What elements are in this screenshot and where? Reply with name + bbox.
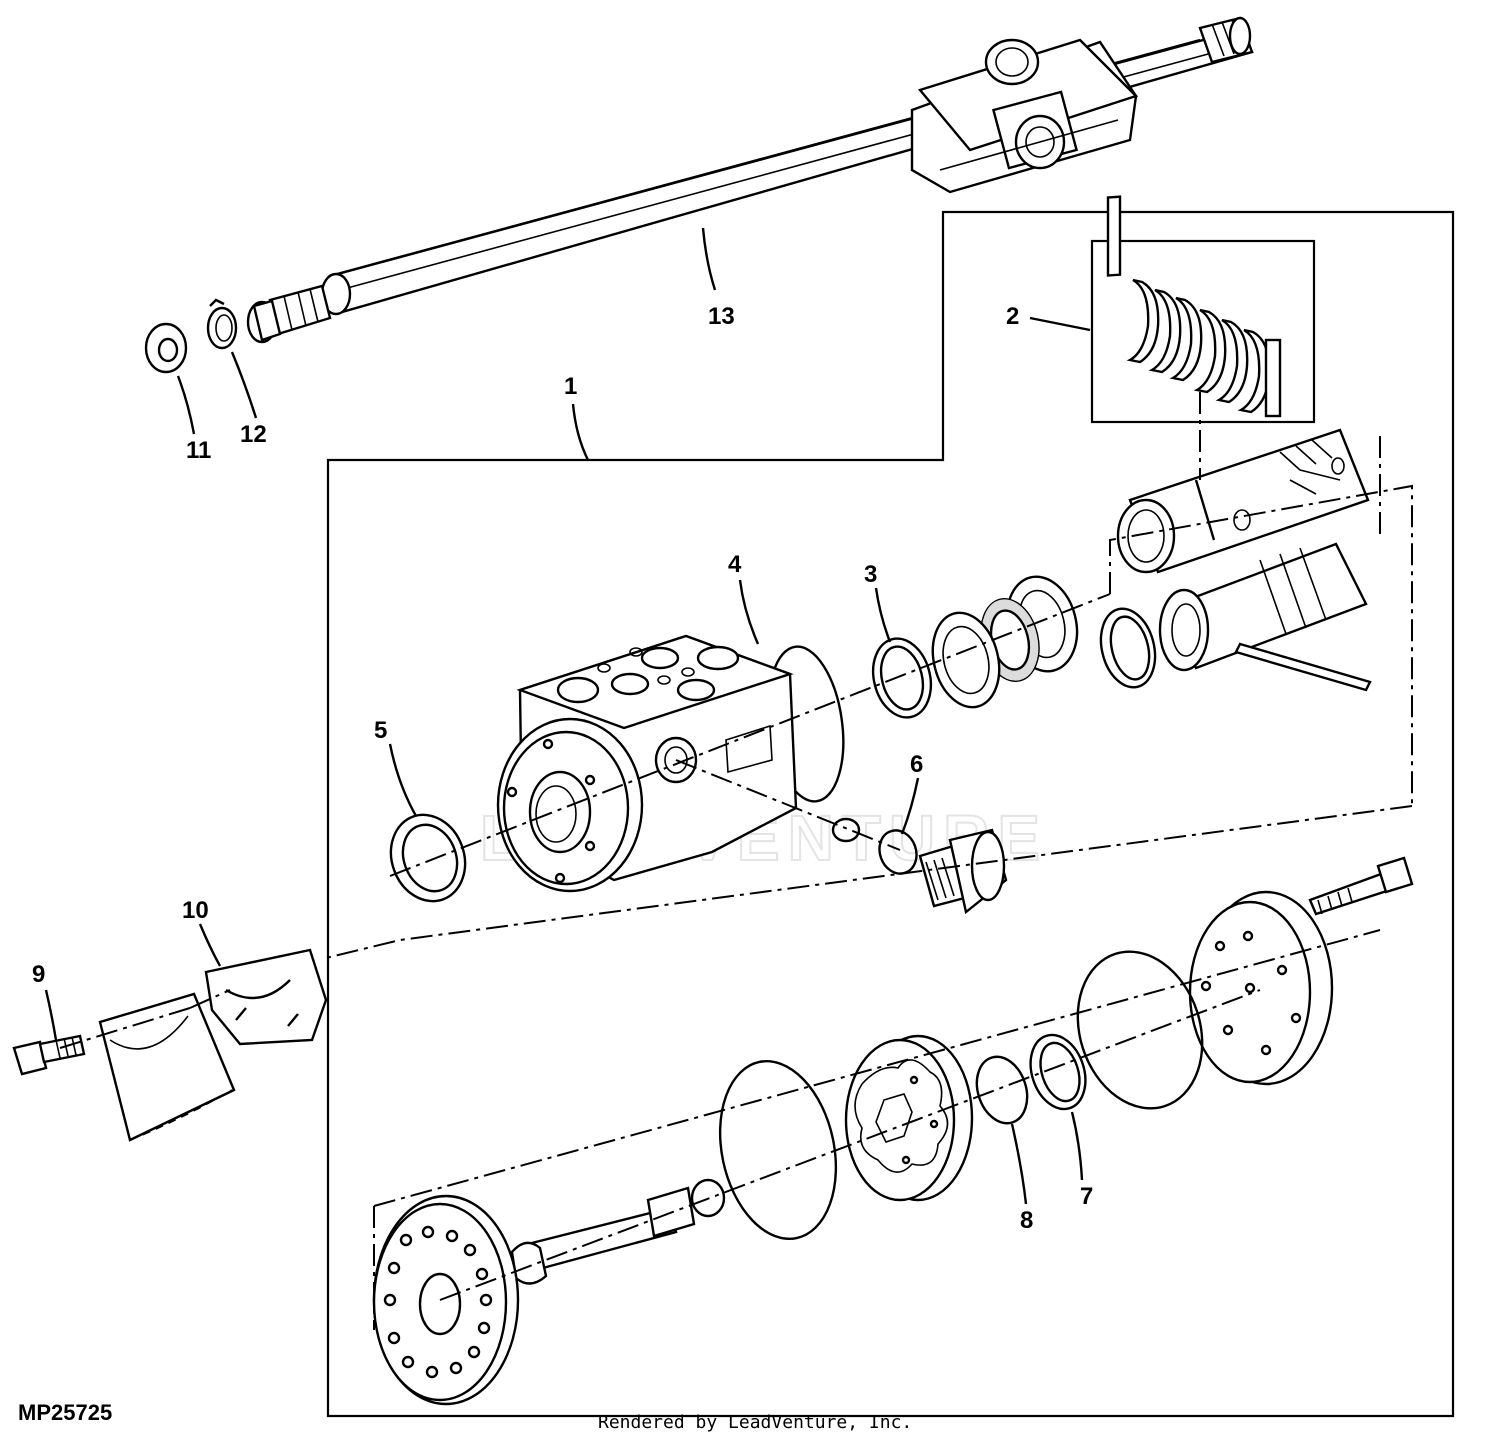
- callout-6: 6: [910, 751, 923, 778]
- washer-part-11[interactable]: [144, 322, 188, 374]
- callout-5: 5: [374, 717, 387, 744]
- o-ring-part-8[interactable]: [969, 1050, 1036, 1130]
- plug[interactable]: [918, 828, 1008, 915]
- gerotor-o-ring[interactable]: [705, 1050, 852, 1249]
- spring-kit-part-2[interactable]: [1106, 195, 1282, 418]
- callout-2: 2: [1006, 303, 1019, 330]
- steering-shaft-part-13[interactable]: [246, 16, 1254, 344]
- large-o-ring[interactable]: [1058, 935, 1222, 1124]
- thrust-bearing[interactable]: [923, 569, 1086, 714]
- callout-10: 10: [182, 897, 209, 924]
- end-cap[interactable]: [1188, 890, 1334, 1086]
- leader-lines: [44, 227, 1091, 1205]
- callout-9: 9: [32, 961, 45, 988]
- bolt-part-9[interactable]: [12, 1034, 86, 1076]
- callout-8: 8: [1020, 1207, 1033, 1234]
- seal-part-5[interactable]: [379, 804, 477, 911]
- callout-13: 13: [708, 303, 735, 330]
- mounting-plate[interactable]: [98, 992, 236, 1142]
- assembly-center-lines: [59, 392, 1413, 1330]
- spool-sleeve[interactable]: [1116, 428, 1370, 574]
- drive-shaft[interactable]: [510, 1186, 696, 1285]
- callout-12: 12: [240, 421, 267, 448]
- end-cap-bolt[interactable]: [1308, 856, 1414, 916]
- callout-4: 4: [728, 551, 742, 578]
- callout-11: 11: [186, 437, 211, 464]
- valve-housing[interactable]: [496, 634, 798, 893]
- seal-ring-part-3[interactable]: [865, 632, 939, 723]
- kit-2-frame: [1090, 239, 1316, 424]
- wear-plate[interactable]: [372, 1194, 520, 1406]
- check-ball[interactable]: [831, 817, 861, 843]
- callout-3: 3: [864, 561, 877, 588]
- callout-1: 1: [564, 373, 577, 400]
- gerotor-set[interactable]: [844, 1034, 974, 1202]
- assembly-1-frame: [326, 210, 1455, 1418]
- reference-code: MP25725: [18, 1400, 112, 1425]
- callout-7: 7: [1080, 1183, 1093, 1210]
- spool-ring[interactable]: [1093, 603, 1163, 693]
- credit-line: Rendered by LeadVenture, Inc.: [598, 1412, 912, 1433]
- seal-part-7[interactable]: [1022, 1028, 1095, 1116]
- callout-labels: 13 1 2 3 4 5 6 7 8 9 10 11 12: [32, 303, 1093, 1234]
- snap-ring-part-12[interactable]: [206, 298, 238, 350]
- bracket-part-10[interactable]: [204, 948, 328, 1046]
- spool[interactable]: [1158, 542, 1372, 692]
